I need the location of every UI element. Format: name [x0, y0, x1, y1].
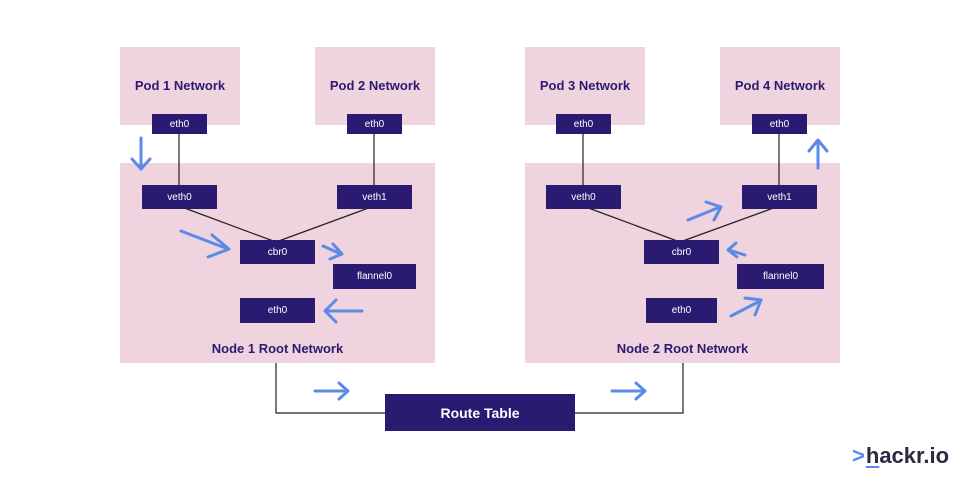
pod2-network-region [315, 47, 435, 125]
flow-arrows [130, 136, 829, 401]
brand-rest: ackr.io [879, 443, 950, 468]
pod3-network-region [525, 47, 645, 125]
node2-flannel0-box: flannel0 [737, 264, 824, 289]
node1-label: Node 1 Root Network [211, 341, 344, 356]
pod4-label: Pod 4 Network [734, 78, 826, 93]
node2-label: Node 2 Root Network [616, 341, 749, 356]
pod1-label: Pod 1 Network [134, 78, 226, 93]
pod1-eth0-box: eth0 [152, 114, 207, 134]
node1-veth0-box: veth0 [142, 185, 217, 209]
node1-eth0-box: eth0 [240, 298, 315, 323]
node2-veth0-box: veth0 [546, 185, 621, 209]
node1-cbr0-box: cbr0 [240, 240, 315, 264]
pod2-label: Pod 2 Network [329, 78, 421, 93]
node1-veth1-box: veth1 [337, 185, 412, 209]
node1-flannel0-box: flannel0 [333, 264, 416, 289]
pod1-network-region [120, 47, 240, 125]
pod4-network-region [720, 47, 840, 125]
pod2-eth0-box: eth0 [347, 114, 402, 134]
arrow-diagonal-icon [179, 229, 230, 251]
pod4-eth0-box: eth0 [752, 114, 807, 134]
node2-cbr0-box: cbr0 [644, 240, 719, 264]
node2-veth1-box: veth1 [742, 185, 817, 209]
brand-h: h [865, 443, 880, 468]
brand-chevron: > [852, 443, 865, 468]
hackr-logo: >hackr.io [852, 443, 949, 469]
pod3-label: Pod 3 Network [539, 78, 631, 93]
node2-eth0-box: eth0 [646, 298, 717, 323]
route-table-box: Route Table [385, 394, 575, 431]
pod3-eth0-box: eth0 [556, 114, 611, 134]
